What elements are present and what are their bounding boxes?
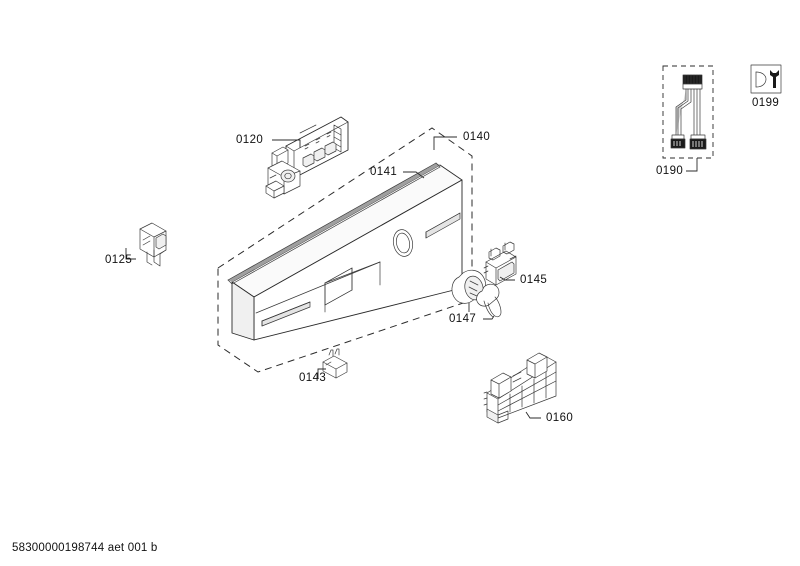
leader-0140 [433, 136, 457, 150]
leader-0141 [403, 171, 425, 179]
label-0199: 0199 [752, 97, 779, 109]
label-0190: 0190 [656, 165, 683, 177]
part-0143-latch [322, 348, 348, 379]
part-0160-housing [483, 352, 557, 424]
label-0141: 0141 [370, 166, 397, 178]
leader-0143 [317, 368, 326, 378]
knob-aperture [392, 229, 414, 257]
part-0125-bracket [139, 222, 167, 267]
leader-0147 [468, 303, 495, 320]
part-0147-button [476, 283, 502, 318]
label-0160: 0160 [546, 412, 573, 424]
display-slot [425, 212, 461, 239]
part-0145-switch-block [483, 241, 517, 286]
label-0125: 0125 [105, 254, 132, 266]
footer-document-code: 58300000198744 aet 001 b [12, 542, 158, 554]
fascia-panel-body [227, 162, 463, 341]
part-0190-harness [670, 74, 707, 150]
label-0120: 0120 [236, 134, 263, 146]
lower-slot [261, 301, 311, 327]
leader-0120 [272, 139, 301, 148]
group-boundary-0190 [662, 65, 714, 159]
part-0199-service-symbol [750, 64, 782, 94]
leader-0145 [499, 276, 515, 281]
wrench-icon [770, 70, 779, 88]
label-0145: 0145 [520, 274, 547, 286]
part-0120-control-module [265, 116, 349, 199]
label-0147: 0147 [449, 313, 476, 325]
leader-0125 [125, 248, 136, 260]
label-0140: 0140 [463, 131, 490, 143]
leader-0160 [525, 411, 541, 419]
leader-0190 [686, 158, 698, 172]
label-0143: 0143 [299, 372, 326, 384]
